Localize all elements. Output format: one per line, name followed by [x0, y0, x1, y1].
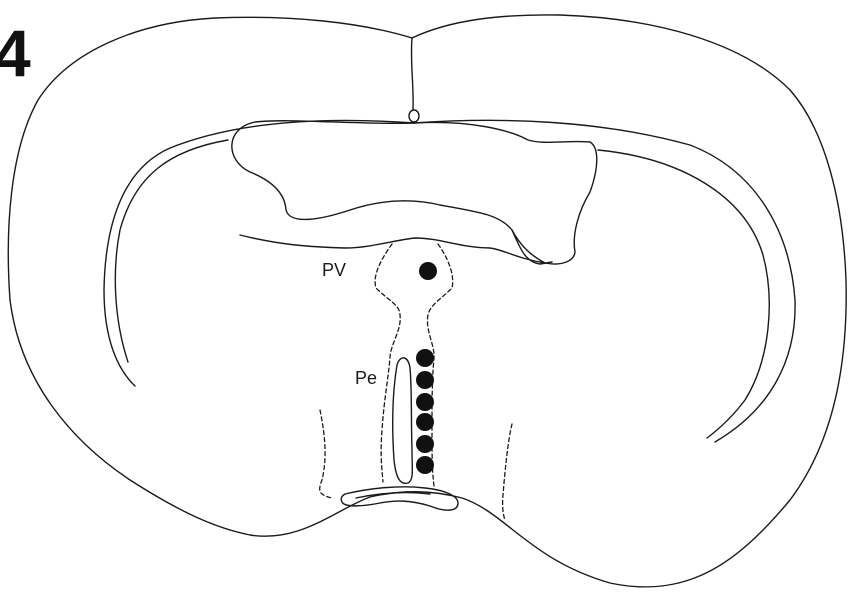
injection-markers — [416, 262, 437, 474]
corpus-callosum-inner-right — [598, 150, 769, 438]
fissure-vessel — [409, 110, 419, 122]
corpus-callosum-inner-left — [115, 140, 228, 362]
ventral-ventricle-boundary — [240, 235, 545, 263]
lateral-ventricle-right — [414, 122, 597, 264]
third-ventricle — [393, 358, 413, 483]
label-pe: Pe — [355, 368, 377, 388]
marker-dot — [416, 456, 434, 474]
optic-chiasm — [341, 487, 458, 510]
panel-label: 4 — [0, 16, 31, 90]
paraventricular-outline — [375, 244, 400, 482]
marker-dot — [416, 413, 434, 431]
midline-fissure — [411, 38, 413, 110]
marker-dot — [416, 371, 434, 389]
brain-outline — [8, 15, 846, 587]
marker-dot — [416, 393, 434, 411]
lateral-dashed-left — [320, 410, 332, 498]
marker-dot — [416, 435, 434, 453]
corpus-callosum-outer-left — [104, 120, 414, 386]
marker-dot — [416, 349, 434, 367]
marker-dot — [419, 262, 437, 280]
corpus-callosum-outer-right — [414, 120, 795, 442]
lateral-dashed-right — [503, 424, 512, 520]
label-pv: PV — [322, 260, 346, 280]
optic-chiasm-inner — [356, 493, 430, 498]
